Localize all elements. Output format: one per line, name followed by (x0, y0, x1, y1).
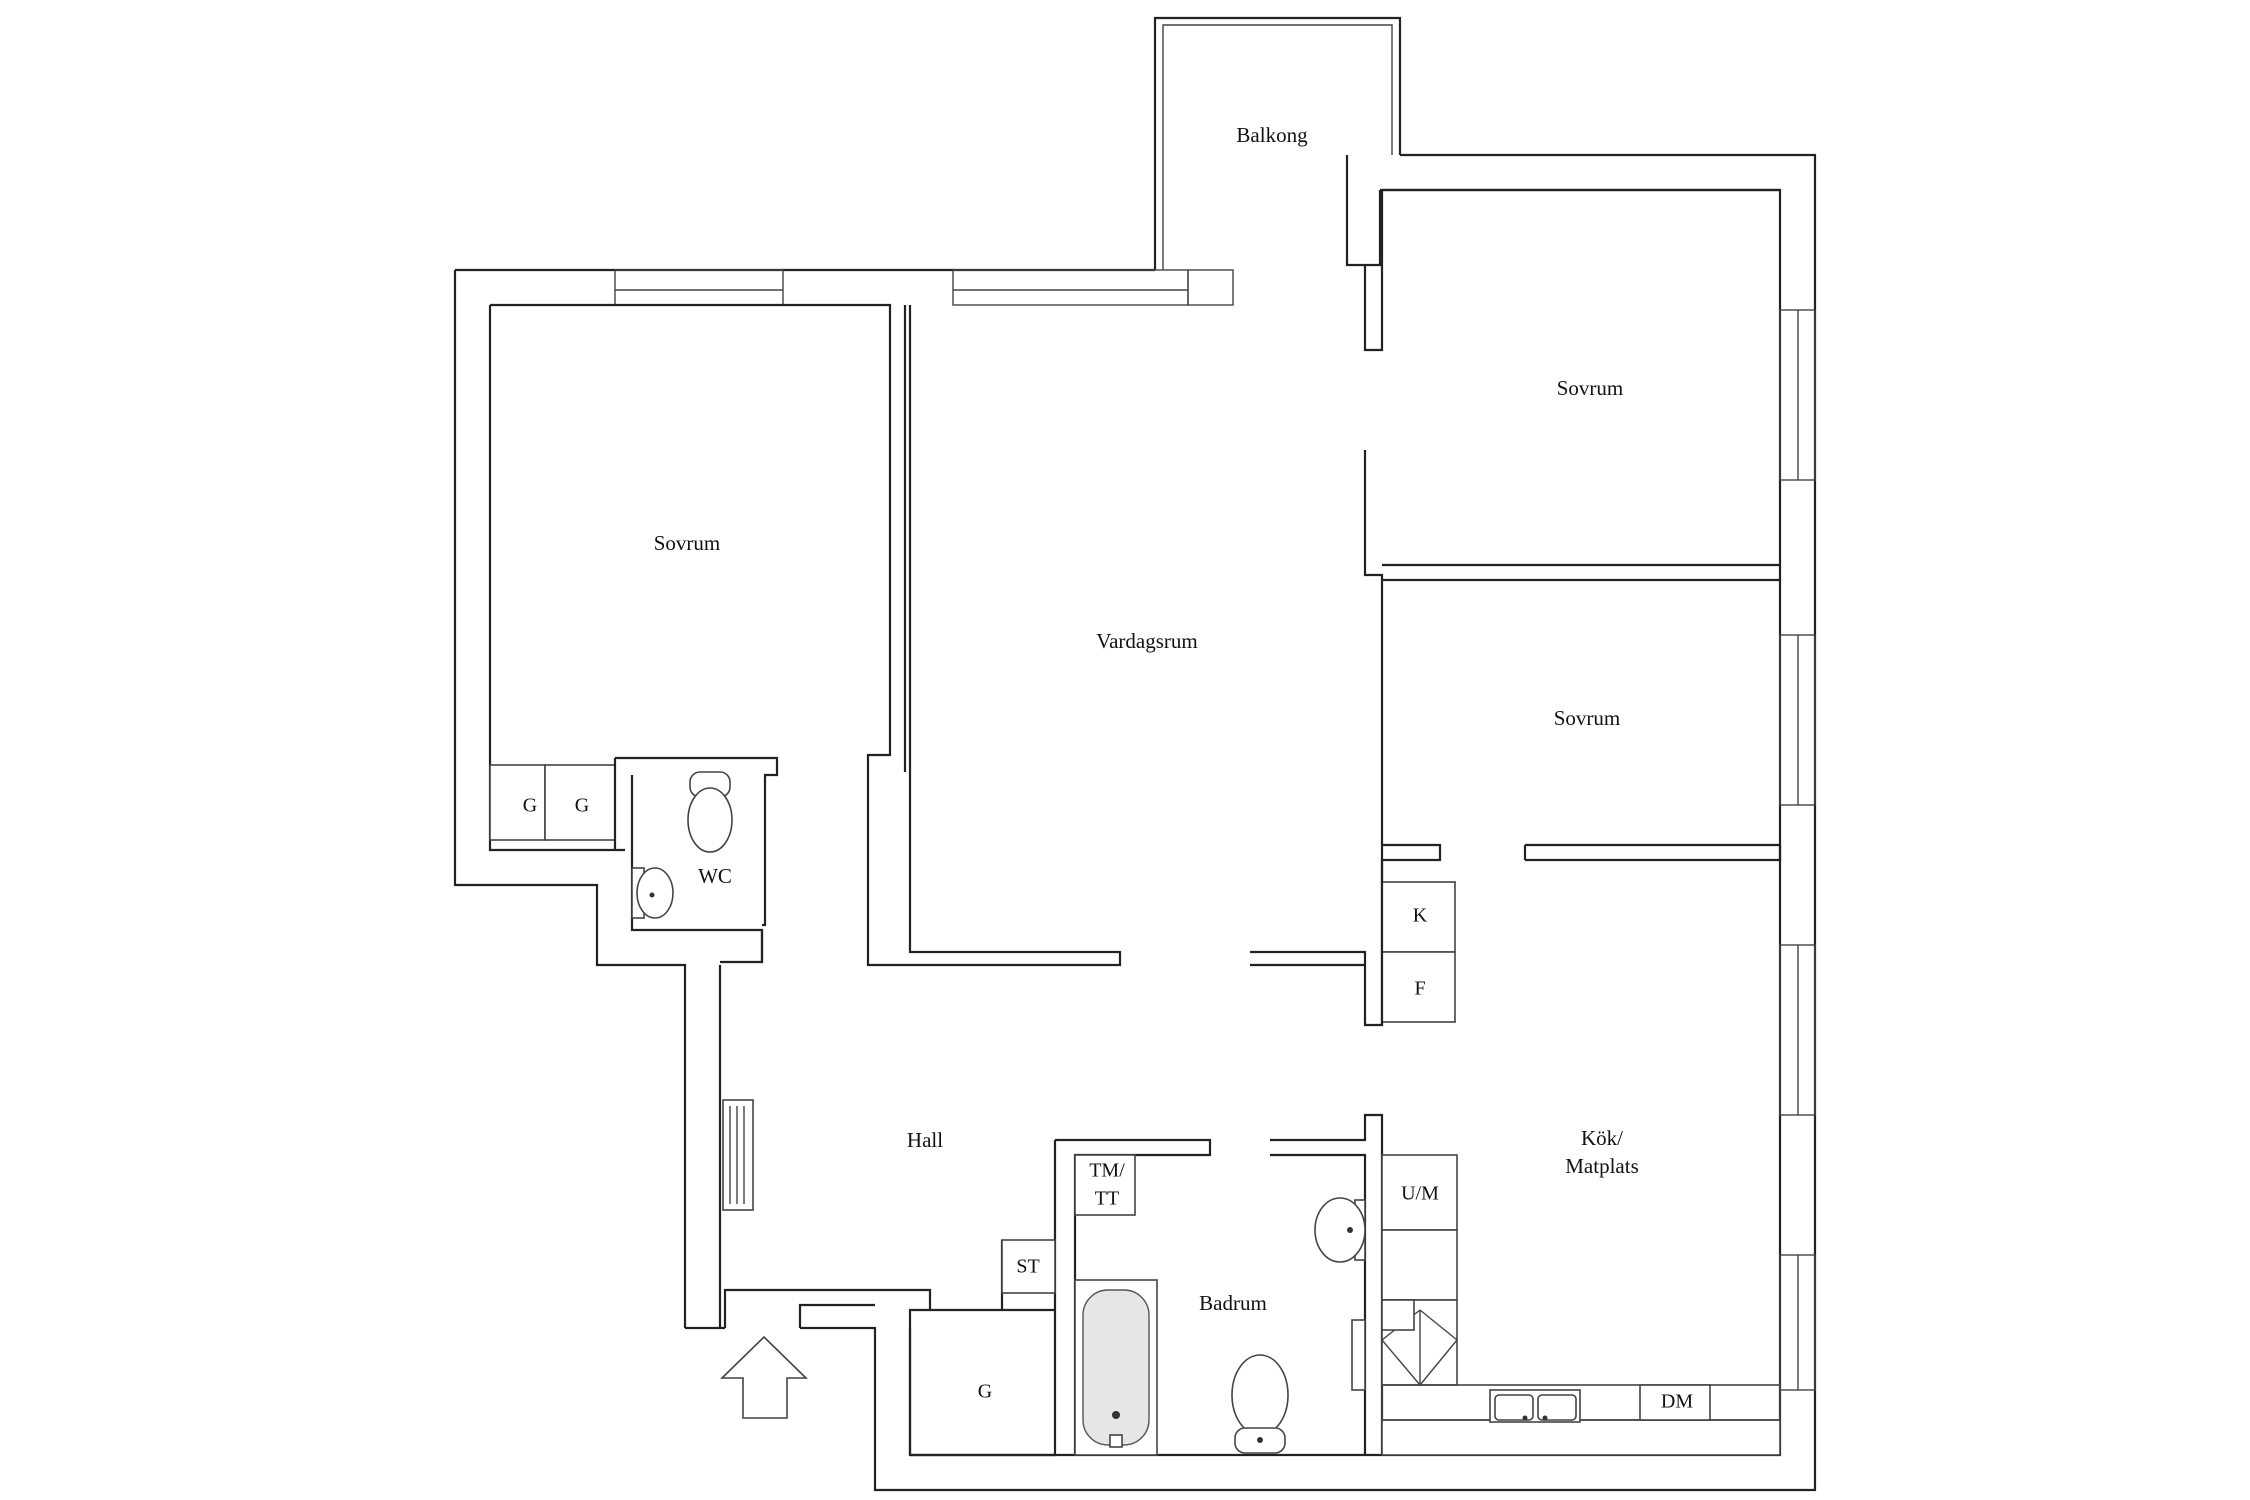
storage-label-dm: DM (1661, 1391, 1693, 1413)
wc-sink-icon (631, 867, 674, 919)
room-label-kok-line2: Matplats (1565, 1154, 1639, 1178)
room-label-wc: WC (698, 864, 732, 888)
room-label-hall: Hall (907, 1128, 943, 1152)
room-label-sovrum-mid-right: Sovrum (1554, 706, 1621, 730)
stove-hood-icon (1381, 1299, 1458, 1386)
living-room-walls (866, 190, 1384, 1027)
storage-label-g2: G (575, 795, 589, 817)
windows-top (614, 269, 1234, 306)
room-label-kok-line1: Kök/ (1581, 1126, 1623, 1150)
storage-label-g1: G (523, 795, 537, 817)
kitchen-sink-icon (1489, 1389, 1581, 1423)
storage-label-g-hall: G (978, 1381, 992, 1403)
top-right-bedroom-walls (1382, 188, 1780, 582)
storage-label-f: F (1414, 978, 1425, 1000)
storage-label-st: ST (1016, 1256, 1039, 1278)
storage-label-tmtt-line1: TM/ (1089, 1160, 1125, 1182)
room-label-vardagsrum: Vardagsrum (1096, 629, 1197, 653)
entrance-arrow-icon (720, 1335, 808, 1419)
room-label-badrum: Badrum (1199, 1291, 1267, 1315)
bathroom-sink-icon (1314, 1197, 1366, 1263)
wc-toilet-icon (687, 771, 733, 853)
bathroom-radiator (1351, 1319, 1366, 1391)
storage-label-um: U/M (1401, 1183, 1439, 1205)
dishwasher (1639, 1384, 1711, 1421)
hall-g-closet (930, 1154, 1136, 1312)
left-bedroom-walls (489, 303, 907, 841)
bathroom-toilet-icon (1231, 1354, 1289, 1454)
room-label-sovrum-left: Sovrum (654, 531, 721, 555)
kitchen-counter (1381, 1384, 1781, 1456)
storage-label-tmtt-line2: TT (1095, 1188, 1119, 1210)
radiator (722, 1099, 754, 1211)
balcony (1153, 16, 1402, 270)
room-label-sovrum-top-right: Sovrum (1557, 376, 1624, 400)
windows-right (1779, 309, 1816, 1391)
bathtub-icon (1074, 1279, 1158, 1456)
storage-label-k: K (1413, 905, 1428, 927)
mid-right-bedroom-walls (1382, 843, 1782, 862)
kf-closets (1380, 860, 1456, 1025)
room-label-balkong: Balkong (1236, 123, 1308, 147)
